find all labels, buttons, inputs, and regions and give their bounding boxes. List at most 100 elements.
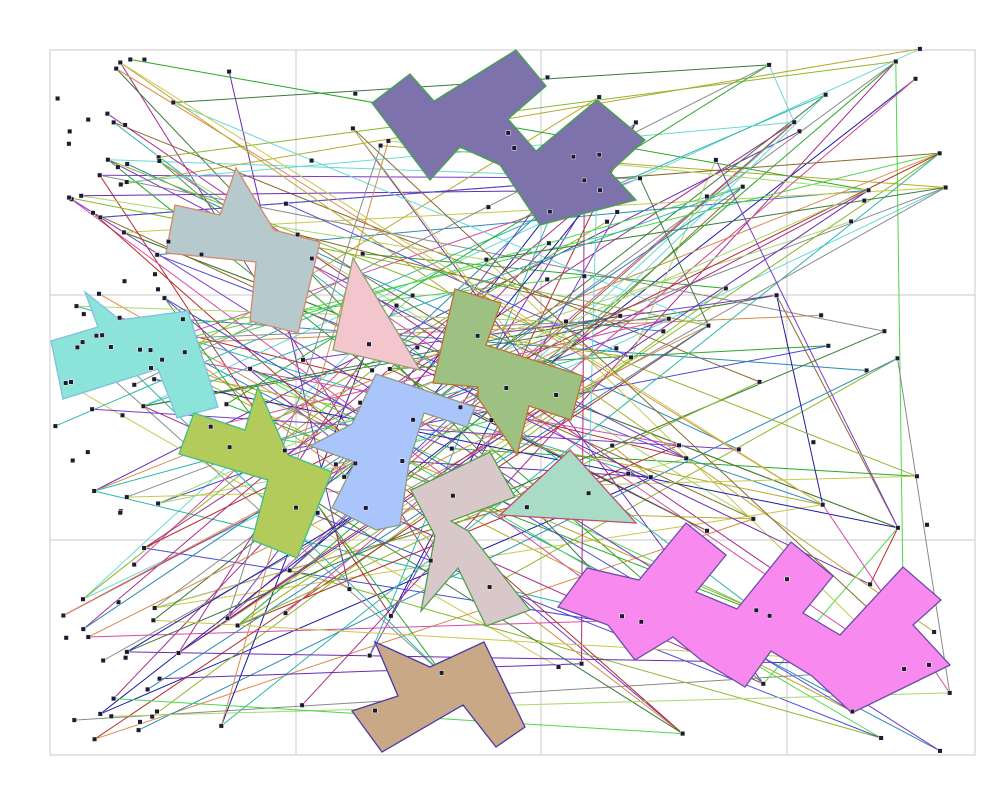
node	[596, 152, 602, 158]
node	[503, 385, 509, 391]
node	[315, 510, 321, 516]
node	[757, 379, 762, 385]
polygon-mint-triangle	[498, 449, 638, 524]
edge	[869, 527, 899, 585]
node	[823, 92, 829, 98]
node	[570, 154, 576, 160]
node	[55, 96, 61, 101]
node	[225, 615, 230, 621]
edge	[159, 663, 582, 680]
node	[388, 613, 394, 619]
node	[341, 474, 347, 480]
node	[282, 448, 288, 453]
node	[363, 505, 369, 511]
node	[633, 119, 639, 125]
node	[74, 344, 80, 350]
node	[931, 629, 937, 635]
node	[545, 74, 550, 80]
node	[914, 473, 920, 479]
node	[176, 650, 181, 656]
polygon-magenta	[556, 522, 952, 714]
node	[774, 292, 780, 298]
edge	[158, 61, 896, 158]
node	[111, 119, 117, 125]
node	[648, 474, 654, 480]
node	[457, 404, 463, 410]
edge	[81, 195, 487, 261]
edge	[138, 357, 898, 731]
node	[901, 666, 907, 672]
node	[937, 150, 943, 156]
node	[85, 634, 91, 640]
edge	[107, 159, 687, 459]
node	[683, 455, 689, 461]
edge	[715, 159, 899, 529]
node	[704, 194, 710, 199]
edge	[143, 186, 743, 407]
node	[80, 626, 86, 632]
edge	[63, 189, 869, 616]
node	[118, 182, 124, 187]
node	[93, 333, 99, 339]
node	[638, 619, 644, 625]
edge	[120, 62, 823, 506]
node	[159, 357, 165, 363]
node	[614, 209, 620, 215]
node	[676, 442, 682, 448]
node	[100, 658, 106, 663]
node	[637, 175, 643, 181]
edge	[295, 507, 882, 739]
node	[141, 57, 147, 63]
node	[449, 446, 455, 452]
edge	[285, 203, 632, 358]
node	[99, 332, 105, 338]
polygon-mauve	[410, 451, 532, 627]
node	[69, 196, 75, 202]
edge	[99, 174, 392, 617]
node	[553, 392, 559, 398]
node	[378, 143, 384, 149]
node	[224, 401, 229, 407]
node	[849, 709, 855, 714]
node	[170, 100, 176, 105]
node	[108, 713, 114, 719]
node	[619, 613, 625, 619]
node	[74, 303, 79, 309]
node	[247, 366, 253, 372]
polygon-green	[432, 288, 584, 457]
node	[581, 177, 587, 183]
node	[116, 599, 121, 605]
edge	[686, 457, 823, 506]
node	[352, 91, 358, 97]
node	[369, 367, 375, 373]
node	[117, 510, 123, 516]
polygon-tan	[350, 640, 526, 753]
node	[122, 122, 128, 128]
edge	[402, 460, 651, 478]
node	[81, 311, 87, 317]
node	[410, 417, 416, 423]
polygon-purple	[371, 49, 646, 226]
node	[723, 285, 729, 291]
node	[68, 379, 74, 385]
node	[736, 446, 742, 452]
edge	[126, 507, 367, 653]
node	[151, 376, 157, 382]
node	[97, 214, 103, 220]
node	[878, 735, 884, 741]
node	[150, 617, 156, 623]
node	[97, 172, 103, 178]
node	[123, 655, 129, 661]
node	[333, 461, 339, 467]
node	[60, 613, 66, 618]
node	[154, 709, 160, 714]
node	[85, 449, 91, 455]
node	[556, 664, 561, 670]
node	[713, 157, 719, 163]
node	[750, 516, 756, 522]
node	[387, 366, 393, 372]
edge	[94, 325, 709, 740]
node	[300, 357, 306, 363]
node	[740, 184, 746, 190]
node	[767, 613, 773, 619]
